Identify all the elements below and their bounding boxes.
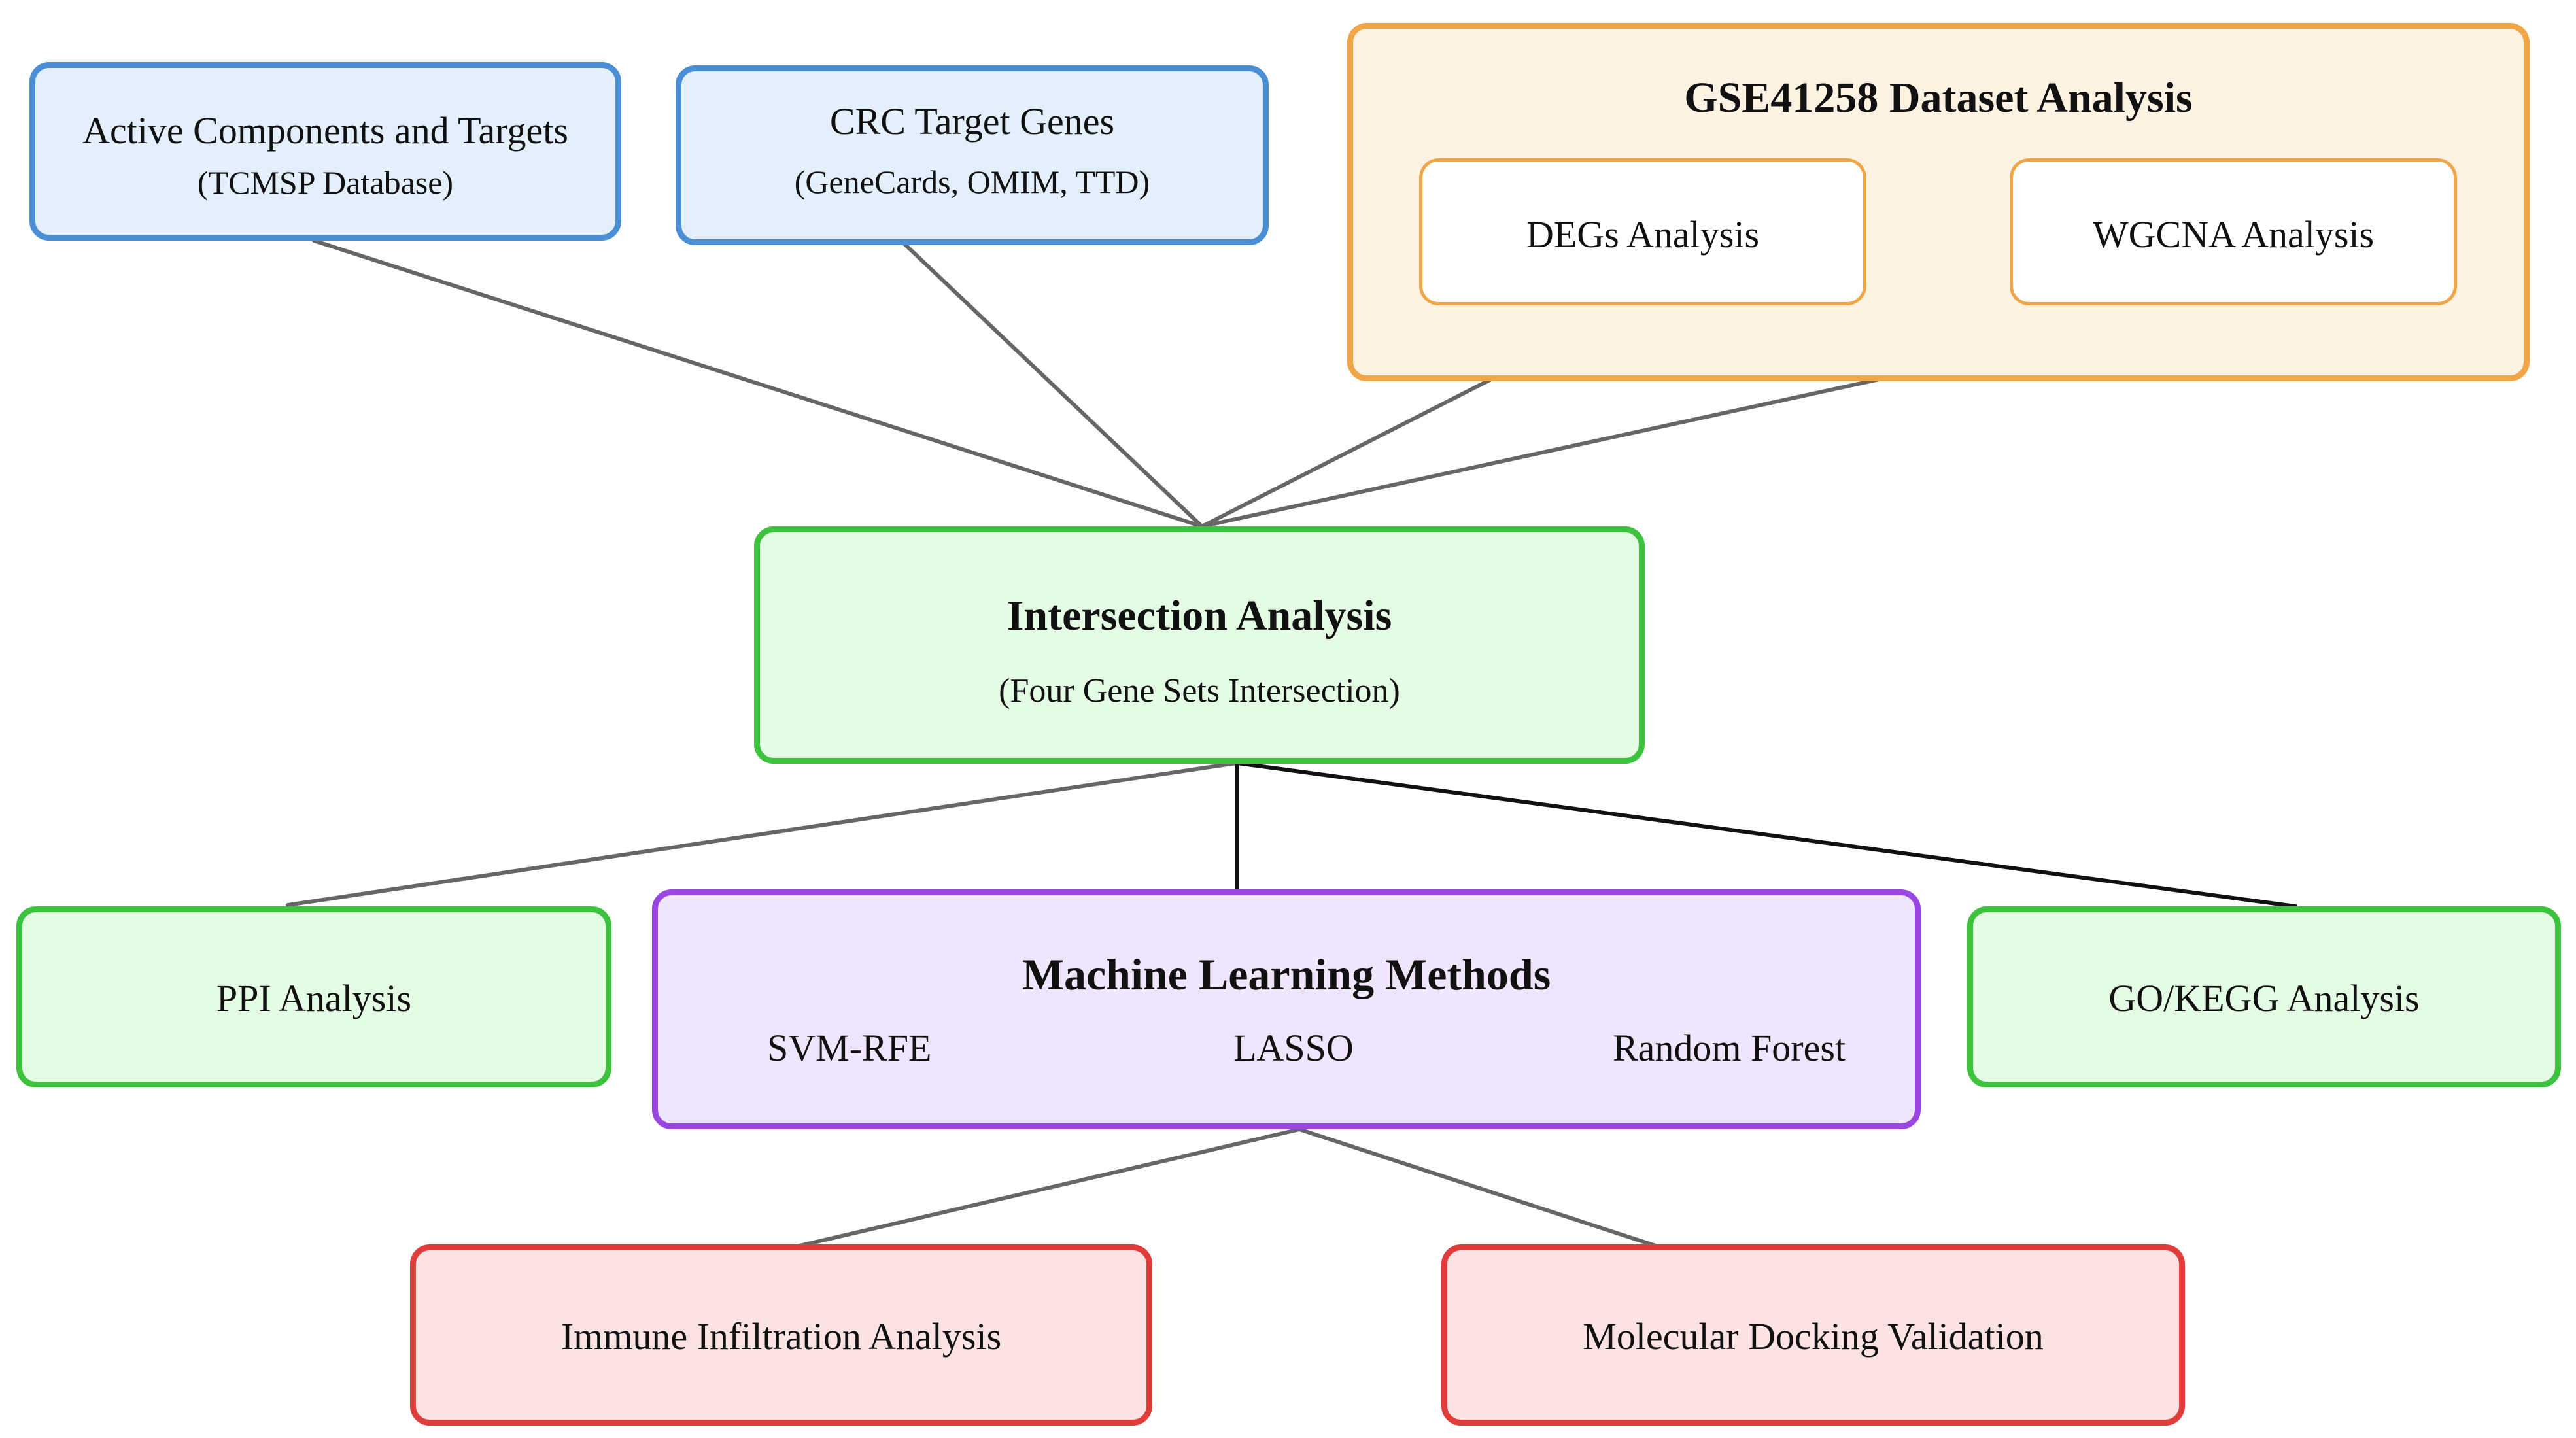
connector-intersection-to-gokegg (1235, 761, 2297, 908)
connector-crc-to-intersection (902, 242, 1204, 528)
ppi-analysis-label: PPI Analysis (216, 977, 412, 1019)
crc-target-genes-subtitle: (GeneCards, OMIM, TTD) (794, 163, 1150, 200)
degs-analysis-label: DEGs Analysis (1526, 213, 1760, 256)
active-components-title: Active Components and Targets (82, 109, 568, 152)
machine-learning-title: Machine Learning Methods (1022, 950, 1551, 999)
connector-ml-to-immune (781, 1127, 1301, 1252)
intersection-analysis-subtitle: (Four Gene Sets Intersection) (999, 672, 1400, 710)
intersection-analysis-box: Intersection Analysis (Four Gene Sets In… (754, 526, 1645, 764)
molecular-docking-box: Molecular Docking Validation (1441, 1244, 2185, 1426)
crc-target-genes-box: CRC Target Genes (GeneCards, OMIM, TTD) (676, 65, 1269, 245)
wgcna-analysis-box: WGCNA Analysis (2010, 158, 2457, 305)
molecular-docking-label: Molecular Docking Validation (1583, 1315, 2044, 1358)
connector-ml-to-docking (1297, 1127, 1670, 1252)
active-components-subtitle: (TCMSP Database) (197, 164, 454, 201)
immune-infiltration-label: Immune Infiltration Analysis (560, 1315, 1002, 1358)
method-lasso: LASSO (1233, 1027, 1354, 1069)
degs-analysis-box: DEGs Analysis (1419, 158, 1866, 305)
go-kegg-analysis-box: GO/KEGG Analysis (1967, 906, 2561, 1087)
wgcna-analysis-label: WGCNA Analysis (2092, 213, 2375, 256)
ppi-analysis-box: PPI Analysis (16, 906, 611, 1087)
method-svm-rfe: SVM-RFE (767, 1027, 932, 1069)
connector-intersection-to-ppi (286, 761, 1238, 907)
machine-learning-box: Machine Learning Methods SVM-RFE LASSO R… (652, 889, 1921, 1129)
crc-target-genes-title: CRC Target Genes (829, 100, 1115, 143)
active-components-box: Active Components and Targets (TCMSP Dat… (29, 62, 621, 241)
go-kegg-analysis-label: GO/KEGG Analysis (2108, 977, 2420, 1019)
dataset-analysis-title: GSE41258 Dataset Analysis (1684, 74, 2193, 122)
method-random-forest: Random Forest (1613, 1027, 1846, 1069)
intersection-analysis-title: Intersection Analysis (1006, 592, 1392, 640)
connector-active-to-intersection (312, 239, 1204, 528)
immune-infiltration-box: Immune Infiltration Analysis (410, 1244, 1152, 1426)
